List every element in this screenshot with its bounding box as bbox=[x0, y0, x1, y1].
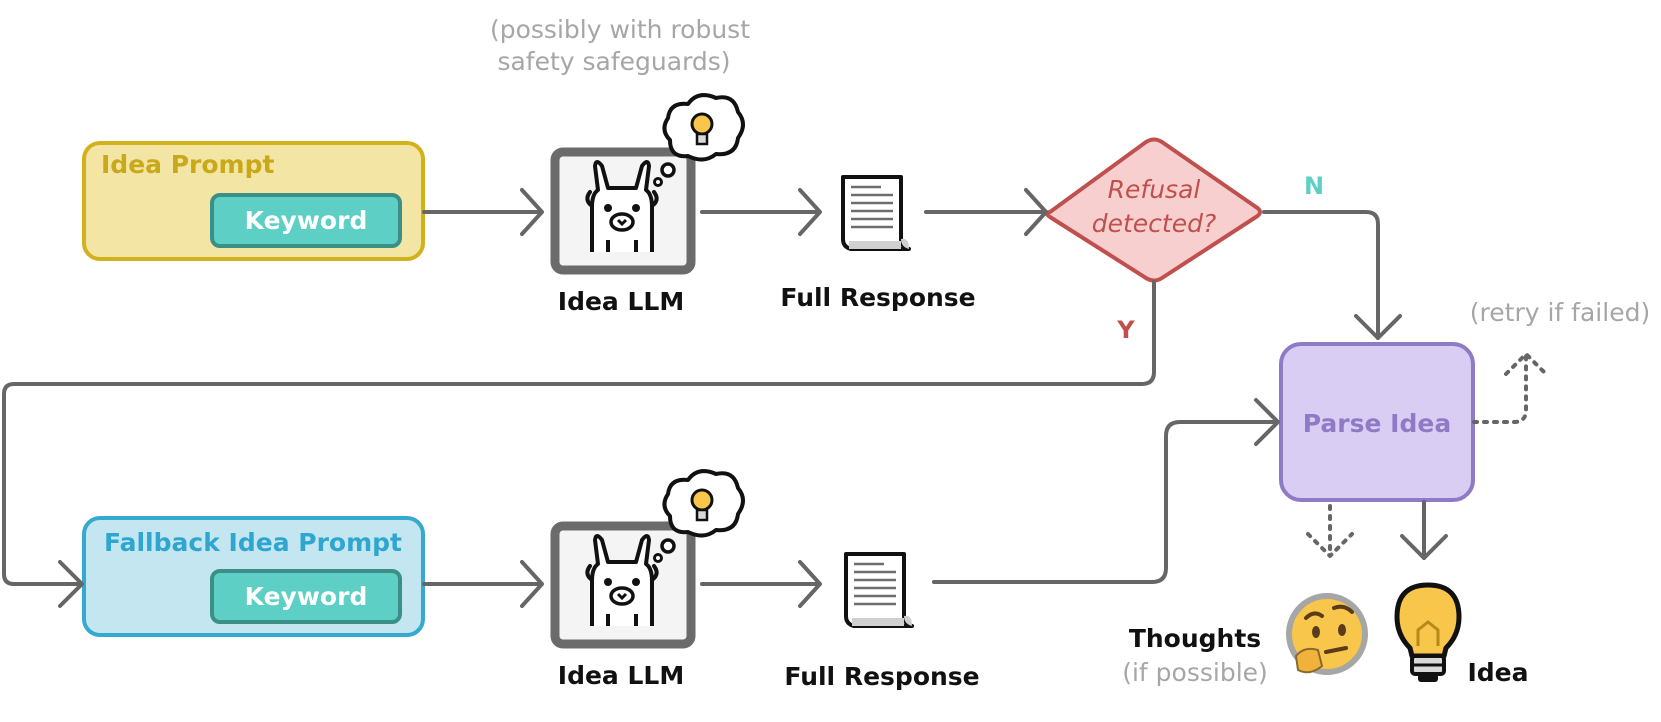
idea-llm-bottom-label: Idea LLM bbox=[558, 661, 684, 690]
parse-idea-label: Parse Idea bbox=[1303, 409, 1451, 438]
lightbulb-thought-icon bbox=[652, 469, 745, 564]
keyword-chip-fallback-label: Keyword bbox=[245, 582, 368, 611]
idea-label: Idea bbox=[1467, 658, 1528, 687]
thoughts-label: Thoughts bbox=[1129, 624, 1261, 653]
full-response-bottom-label: Full Response bbox=[784, 662, 979, 691]
keyword-chip-fallback bbox=[210, 569, 402, 624]
arrow-yes-to-fallback bbox=[2, 280, 1156, 586]
keyword-chip-label: Keyword bbox=[245, 206, 368, 235]
safeguards-note-line2: safety safeguards) bbox=[497, 47, 730, 76]
idea-prompt-box: Idea Prompt Keyword bbox=[82, 141, 425, 261]
document-icon bbox=[841, 175, 911, 251]
idea-llm-top: Idea LLM bbox=[550, 93, 745, 316]
idea-prompt-title: Idea Prompt bbox=[101, 150, 274, 179]
fallback-prompt-box: Fallback Idea Prompt Keyword bbox=[82, 516, 425, 637]
lightbulb-thought-icon bbox=[652, 93, 745, 188]
safeguards-note-line1: (possibly with robust bbox=[490, 15, 750, 44]
arrow-response-to-parse bbox=[932, 420, 1278, 584]
branch-yes-label: Y bbox=[1116, 316, 1135, 344]
keyword-chip bbox=[210, 193, 402, 248]
connectors bbox=[2, 188, 1448, 608]
refusal-decision: Refusal detected? bbox=[1044, 137, 1262, 283]
lightbulb-icon bbox=[1394, 582, 1462, 682]
parse-idea-box: Parse Idea bbox=[1279, 342, 1475, 502]
thinking-face-icon bbox=[1286, 593, 1368, 675]
fallback-prompt-title: Fallback Idea Prompt bbox=[104, 528, 402, 557]
retry-arrow bbox=[1472, 354, 1528, 424]
if-possible-note: (if possible) bbox=[1122, 658, 1268, 687]
document-icon bbox=[844, 552, 914, 628]
branch-no-label: N bbox=[1304, 172, 1324, 200]
full-response-top-label: Full Response bbox=[780, 283, 975, 312]
decision-line2: detected? bbox=[1092, 209, 1217, 238]
retry-note: (retry if failed) bbox=[1470, 298, 1650, 327]
dotted-connectors bbox=[1306, 352, 1548, 558]
arrow-no-to-parse bbox=[1262, 210, 1380, 340]
idea-llm-bottom: Idea LLM bbox=[550, 469, 745, 690]
idea-llm-top-label: Idea LLM bbox=[558, 287, 684, 316]
decision-line1: Refusal bbox=[1108, 175, 1201, 204]
